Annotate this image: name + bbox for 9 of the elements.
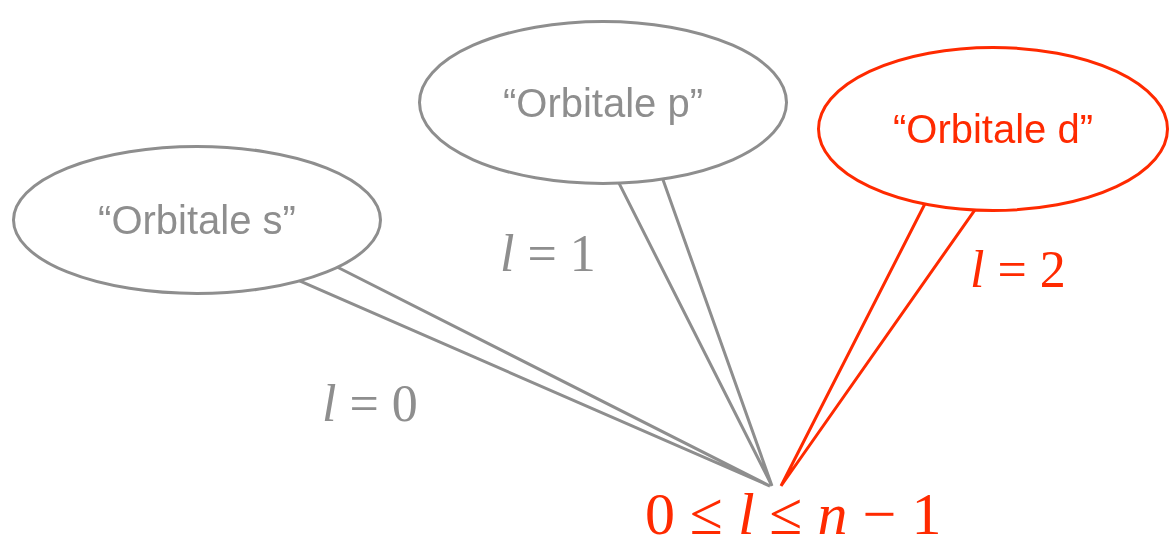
edge-label: l = 1 xyxy=(500,228,596,280)
formula: 0 ≤ l ≤ n − 1 xyxy=(645,481,942,544)
bubble-label: “Orbitale s” xyxy=(98,197,296,243)
speech-bubble-tail xyxy=(617,177,774,488)
edge-label: l = 2 xyxy=(970,244,1066,296)
bubble-label: “Orbitale d” xyxy=(892,106,1094,152)
edge-label: l = 0 xyxy=(322,378,418,430)
bubble-label: “Orbitale p” xyxy=(502,80,704,125)
speech-bubble-tail xyxy=(298,265,772,488)
